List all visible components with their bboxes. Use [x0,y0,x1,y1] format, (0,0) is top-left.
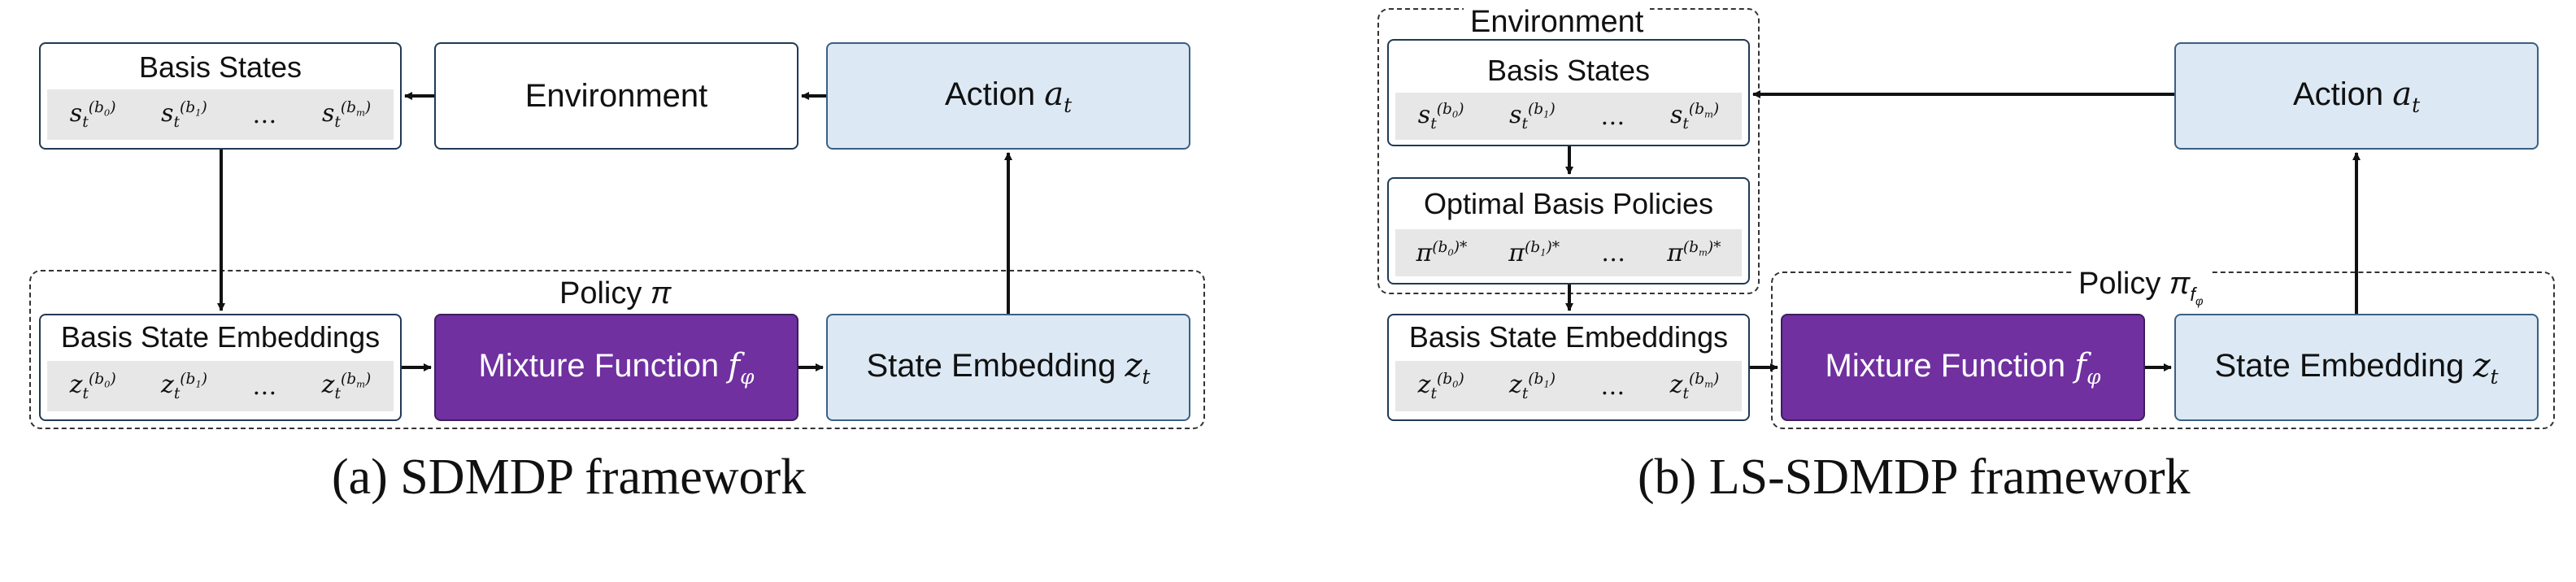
basis-embedding-ellipsis-a: … [252,371,277,401]
basis-states-title-a: Basis States [138,50,302,84]
basis-embedding-bm-a: zt(bm) [321,370,372,402]
optimal-policy-bm-b: π(bm)* [1667,238,1721,267]
basis-embeddings-strip-b: zt(b0) zt(b1) … zt(bm) [1395,361,1742,411]
policy-label-b: Policy πfφ [2072,267,2210,309]
basis-state-bm-a: st(bm) [321,98,372,131]
basis-embeddings-title-a: Basis State Embeddings [60,320,381,354]
optimal-policy-b1-b: π(b1)* [1508,238,1560,267]
basis-state-bm-b: st(bm) [1669,100,1720,132]
caption-b: (b) LS-SDMDP framework [1638,450,2191,505]
action-label-b: Action at [2292,75,2421,117]
optimal-basis-policies-strip-b: π(b0)* π(b1)* … π(bm)* [1395,229,1742,276]
environment-box-a: Environment [434,42,798,150]
basis-state-b1-b: st(b1) [1509,100,1556,132]
basis-states-strip-a: st(b0) st(b1) … st(bm) [47,89,394,140]
basis-embedding-b1-b: zt(b1) [1509,370,1556,402]
basis-embedding-b0-a: zt(b0) [69,370,116,402]
basis-states-title-b: Basis States [1486,54,1651,87]
basis-embeddings-box-a: Basis State Embeddings zt(b0) zt(b1) … z… [39,314,402,421]
action-label-a: Action at [944,75,1073,117]
basis-embedding-b0-b: zt(b0) [1417,370,1464,402]
basis-states-box-b: Basis States st(b0) st(b1) … st(bm) [1387,39,1750,146]
mixture-function-label-a: Mixture Function fφ [478,346,755,389]
state-embedding-box-a: State Embedding zt [826,314,1190,421]
action-box-b: Action at [2174,42,2539,150]
basis-embeddings-box-b: Basis State Embeddings zt(b0) zt(b1) … z… [1387,314,1750,421]
mixture-function-box-b: Mixture Function fφ [1781,314,2145,421]
state-embedding-label-b: State Embedding zt [2214,346,2499,389]
mixture-function-box-a: Mixture Function fφ [434,314,798,421]
basis-embedding-ellipsis-b: … [1600,371,1625,401]
caption-a: (a) SDMDP framework [332,450,807,505]
basis-state-b0-b: st(b0) [1417,100,1464,132]
optimal-basis-policies-title-b: Optimal Basis Policies [1423,187,1714,220]
environment-label-a: Environment [524,77,708,114]
basis-state-ellipsis-a: … [252,100,277,129]
basis-embedding-b1-a: zt(b1) [161,370,208,402]
optimal-basis-policies-box-b: Optimal Basis Policies π(b0)* π(b1)* … π… [1387,177,1750,284]
environment-label-b: Environment [1464,5,1651,40]
optimal-policy-b0-b: π(b0)* [1416,238,1468,267]
optimal-policy-ellipsis-b: … [1601,238,1626,267]
policy-group-a [29,270,1205,429]
basis-state-b1-a: st(b1) [161,98,207,131]
mixture-function-label-b: Mixture Function fφ [1825,346,2101,389]
state-embedding-label-a: State Embedding zt [866,346,1151,389]
basis-embedding-bm-b: zt(bm) [1669,370,1720,402]
basis-states-box-a: Basis States st(b0) st(b1) … st(bm) [39,42,402,150]
basis-state-b0-a: st(b0) [69,98,116,131]
policy-label-a: Policy π [553,276,678,311]
action-box-a: Action at [826,42,1190,150]
basis-states-strip-b: st(b0) st(b1) … st(bm) [1395,93,1742,140]
basis-embeddings-strip-a: zt(b0) zt(b1) … zt(bm) [47,361,394,411]
basis-state-ellipsis-b: … [1600,102,1625,131]
basis-embeddings-title-b: Basis State Embeddings [1408,320,1729,354]
state-embedding-box-b: State Embedding zt [2174,314,2539,421]
